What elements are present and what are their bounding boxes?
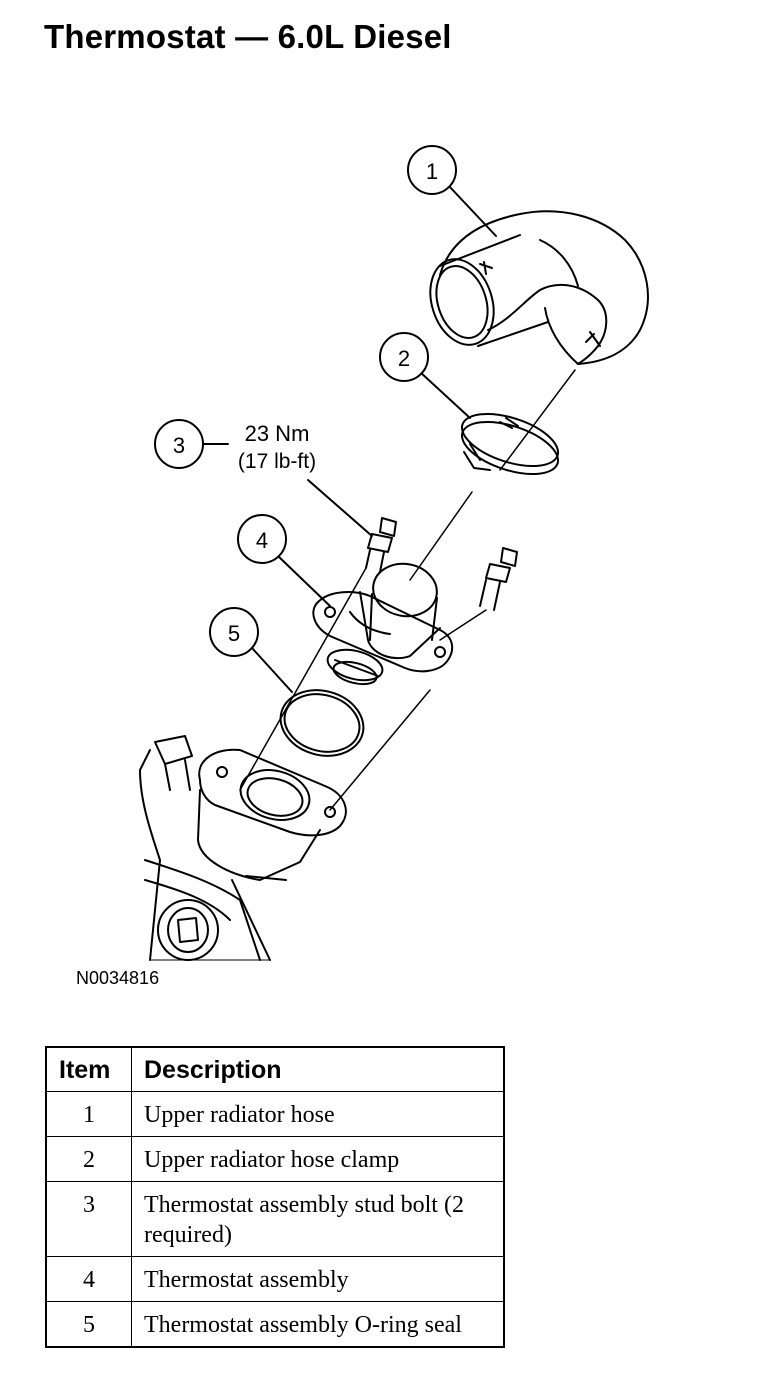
table-row: 3 Thermostat assembly stud bolt (2 requi…: [45, 1181, 505, 1257]
engine-housing: [139, 735, 347, 961]
row-item: 4: [45, 1256, 132, 1302]
table-row: 1 Upper radiator hose: [45, 1091, 505, 1137]
row-description: Thermostat assembly O-ring seal: [131, 1301, 505, 1348]
exploded-view-diagram: 1 2 3 23 Nm (17 lb-ft) 4 5: [139, 145, 649, 961]
torque-nm-label: 23 Nm: [245, 421, 310, 446]
row-description: Upper radiator hose: [131, 1091, 505, 1137]
header-description: Description: [131, 1046, 505, 1092]
upper-radiator-hose: [429, 210, 649, 365]
stud-bolt-left: [239, 517, 397, 791]
leader-4: [277, 555, 331, 607]
row-description: Thermostat assembly: [131, 1256, 505, 1302]
row-item: 1: [45, 1091, 132, 1137]
row-item: 5: [45, 1301, 132, 1348]
thermostat-housing: [312, 562, 454, 673]
callout-5-number: 5: [228, 621, 240, 646]
table-row: 2 Upper radiator hose clamp: [45, 1136, 505, 1182]
callout-5: 5: [209, 607, 259, 657]
callout-3-number: 3: [173, 433, 185, 458]
callout-1: 1: [407, 145, 457, 195]
row-description: Thermostat assembly stud bolt (2 require…: [131, 1181, 505, 1257]
table-row: 5 Thermostat assembly O-ring seal: [45, 1301, 505, 1348]
figure-id: N0034816: [76, 968, 160, 988]
callout-4-number: 4: [256, 528, 268, 553]
page-title: Thermostat — 6.0L Diesel: [44, 18, 452, 55]
callout-1-number: 1: [426, 159, 438, 184]
row-item: 2: [45, 1136, 132, 1182]
header-item: Item: [45, 1046, 132, 1092]
callout-3: 3 23 Nm (17 lb-ft): [154, 419, 316, 473]
callout-4: 4: [237, 514, 287, 564]
callout-2: 2: [379, 332, 429, 382]
row-item: 3: [45, 1181, 132, 1257]
row-description: Upper radiator hose clamp: [131, 1136, 505, 1182]
callout-2-number: 2: [398, 346, 410, 371]
o-ring: [279, 689, 365, 757]
torque-lbft-label: (17 lb-ft): [238, 450, 316, 473]
table-row: 4 Thermostat assembly: [45, 1256, 505, 1302]
leader-1: [447, 184, 497, 237]
parts-legend-table: Item Description 1 Upper radiator hose 2…: [45, 1046, 505, 1348]
leader-5: [251, 647, 293, 693]
leader-2: [419, 371, 471, 419]
hose-clamp: [460, 412, 560, 476]
table-header-row: Item Description: [45, 1046, 505, 1092]
leader-3-bolt: [307, 479, 373, 537]
thermostat-insert: [326, 648, 384, 686]
